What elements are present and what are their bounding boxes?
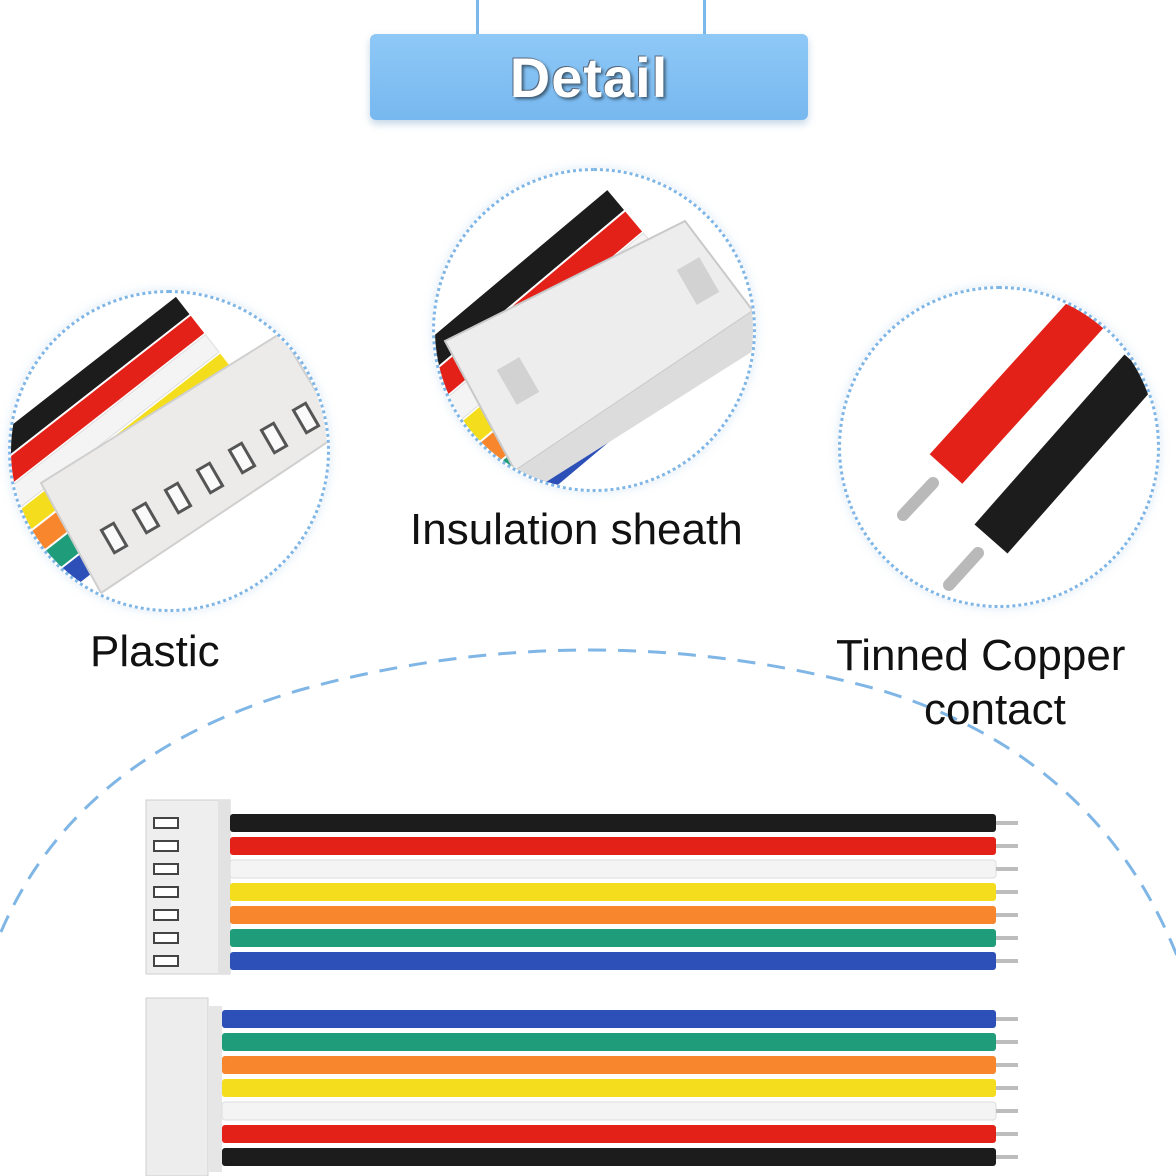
insulation-closeup-circle (432, 168, 756, 492)
insulation-caption: Insulation sheath (410, 505, 743, 554)
banner-hanger-left (476, 0, 479, 36)
insulation-closeup-image (435, 190, 753, 489)
plastic-closeup-image (11, 296, 327, 609)
cable-assembly-image (145, 799, 1018, 1176)
banner-title: Detail (509, 45, 669, 109)
tinned-copper-closeup-circle (838, 286, 1160, 608)
tinned-copper-caption-line1: Tinned Copper (836, 631, 1126, 680)
tinned-copper-caption-line2: contact (924, 685, 1066, 734)
banner-hanger-right (703, 0, 706, 36)
plastic-caption: Plastic (90, 627, 220, 676)
plastic-closeup-circle (8, 290, 330, 612)
detail-banner: Detail (370, 34, 808, 120)
tinned-copper-closeup-image (897, 294, 1157, 591)
